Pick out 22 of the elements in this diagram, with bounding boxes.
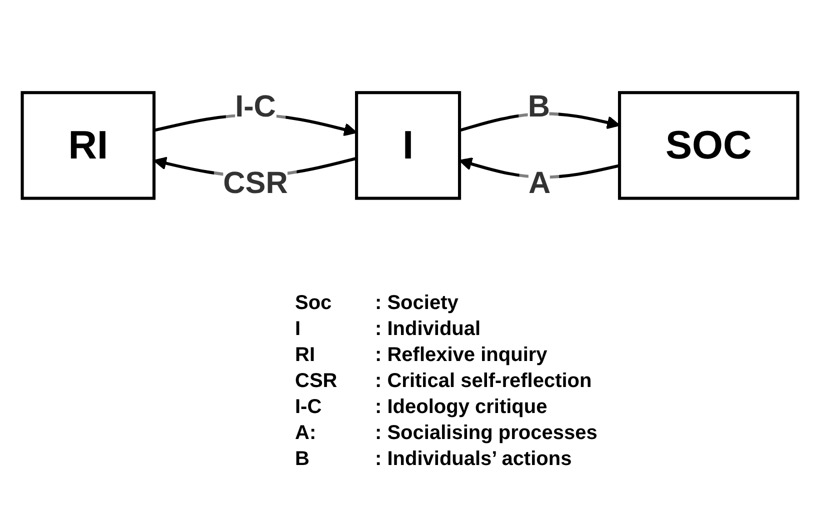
- node-box: RI: [20, 90, 156, 200]
- node-box: I: [354, 90, 461, 200]
- abbreviation: I: [295, 317, 302, 342]
- abbreviation: Soc: [295, 291, 333, 316]
- abbreviation-meaning: : Individual: [375, 317, 482, 342]
- abbreviation-meaning: : Ideology critique: [375, 395, 548, 420]
- abbreviation: RI: [295, 343, 316, 368]
- abbreviation-meaning: : Reflexive inquiry: [375, 343, 548, 368]
- abbreviation: B: [295, 447, 310, 472]
- arrow: [458, 112, 620, 132]
- edge-label: B: [527, 90, 550, 124]
- abbreviation: A:: [295, 421, 318, 446]
- edge-label: CSR: [222, 166, 288, 200]
- abbreviation-meaning: : Socialising processes: [375, 421, 598, 446]
- edge-label: A: [528, 166, 550, 200]
- node-box: SOC: [618, 90, 799, 200]
- abbreviation-meaning: : Critical self-reflection: [375, 369, 593, 394]
- abbreviation: I-C: [295, 395, 323, 420]
- edge-label: I-C: [234, 90, 276, 124]
- abbreviation: CSR: [295, 369, 338, 394]
- abbreviation-meaning: : Individuals’ actions: [375, 447, 573, 472]
- abbreviation-meaning: : Society: [375, 291, 460, 316]
